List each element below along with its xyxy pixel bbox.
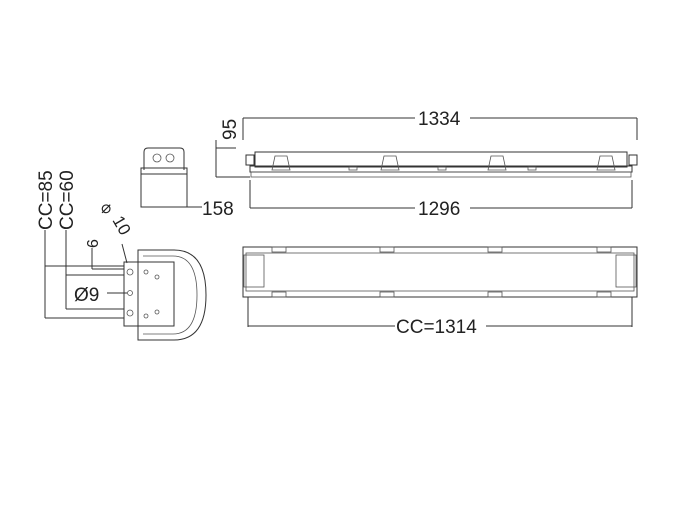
dim-95: 95 <box>220 119 241 140</box>
bottom-view: CC=1314 <box>242 246 638 338</box>
dim-6: 6 <box>85 239 102 248</box>
dim-cc-85: CC=85 <box>36 170 57 230</box>
dim-cc-60: CC=60 <box>57 170 78 230</box>
dim-1334: 1334 <box>418 109 461 130</box>
dim-10: 10 <box>109 213 135 239</box>
dim-158: 158 <box>202 199 234 220</box>
diameter-symbol: ⌀ <box>101 198 111 217</box>
dim-cc-1314: CC=1314 <box>396 317 477 338</box>
side-view: 1334 95 1296 <box>215 109 638 220</box>
dim-1296: 1296 <box>418 199 460 220</box>
dim-hole-9: Ø9 <box>74 285 99 306</box>
end-view: 158 <box>140 147 234 220</box>
end-plate-view: CC=85 CC=60 6 10 ⌀ Ø9 <box>36 170 207 341</box>
